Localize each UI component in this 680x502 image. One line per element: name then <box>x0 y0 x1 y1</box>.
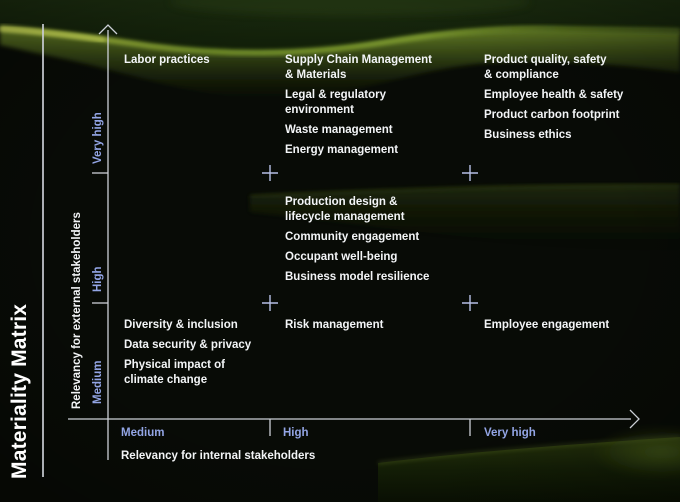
matrix-item: Risk management <box>285 319 384 331</box>
matrix-item: Business ethics <box>484 129 572 141</box>
cell-medium-very-high: Employee engagement <box>484 318 674 338</box>
matrix-item: Energy management <box>285 144 399 156</box>
cell-high-high: Production design &lifecycle management … <box>285 195 485 290</box>
cell-very-high-medium: Labor practices <box>124 53 284 73</box>
matrix-item: Diversity & inclusion <box>124 319 238 331</box>
plus-marker-icon <box>262 165 278 181</box>
x-band-label-very-high: Very high <box>484 427 536 439</box>
matrix-item: Supply Chain Management& Materials <box>285 54 432 81</box>
matrix-item: Product carbon footprint <box>484 109 620 121</box>
y-band-label-high: High <box>92 266 104 292</box>
cell-medium-high: Risk management <box>285 318 485 338</box>
matrix-item: Employee engagement <box>484 319 610 331</box>
matrix-item: Business model resilience <box>285 271 430 283</box>
matrix-item: Production design &lifecycle management <box>285 196 405 223</box>
y-band-label-medium: Medium <box>92 360 104 404</box>
matrix-item: Data security & privacy <box>124 339 252 351</box>
matrix-item: Product quality, safety& compliance <box>484 54 607 81</box>
y-axis-title: Relevancy for external stakeholders <box>71 212 83 409</box>
matrix-item: Employee health & safety <box>484 89 624 101</box>
plus-marker-icon <box>262 295 278 311</box>
cell-very-high-very-high: Product quality, safety& compliance Empl… <box>484 53 674 148</box>
plus-marker-icon <box>462 295 478 311</box>
matrix-item: Labor practices <box>124 54 210 66</box>
x-axis-arrow-icon <box>629 409 640 429</box>
x-band-label-high: High <box>283 427 309 439</box>
y-axis-arrow-icon <box>98 24 118 35</box>
y-band-label-very-high: Very high <box>92 112 104 164</box>
x-axis-title: Relevancy for internal stakeholders <box>121 450 316 462</box>
cell-very-high-high: Supply Chain Management& Materials Legal… <box>285 53 485 163</box>
matrix-item: Waste management <box>285 124 393 136</box>
axis-lines <box>68 24 640 460</box>
grid-cross-markers <box>262 165 478 311</box>
matrix-item: Community engagement <box>285 231 420 243</box>
matrix-item: Occupant well-being <box>285 251 398 263</box>
title-divider-line <box>42 24 44 477</box>
cell-medium-medium: Diversity & inclusion Data security & pr… <box>124 318 284 393</box>
plus-marker-icon <box>462 165 478 181</box>
x-band-label-medium: Medium <box>121 427 165 439</box>
